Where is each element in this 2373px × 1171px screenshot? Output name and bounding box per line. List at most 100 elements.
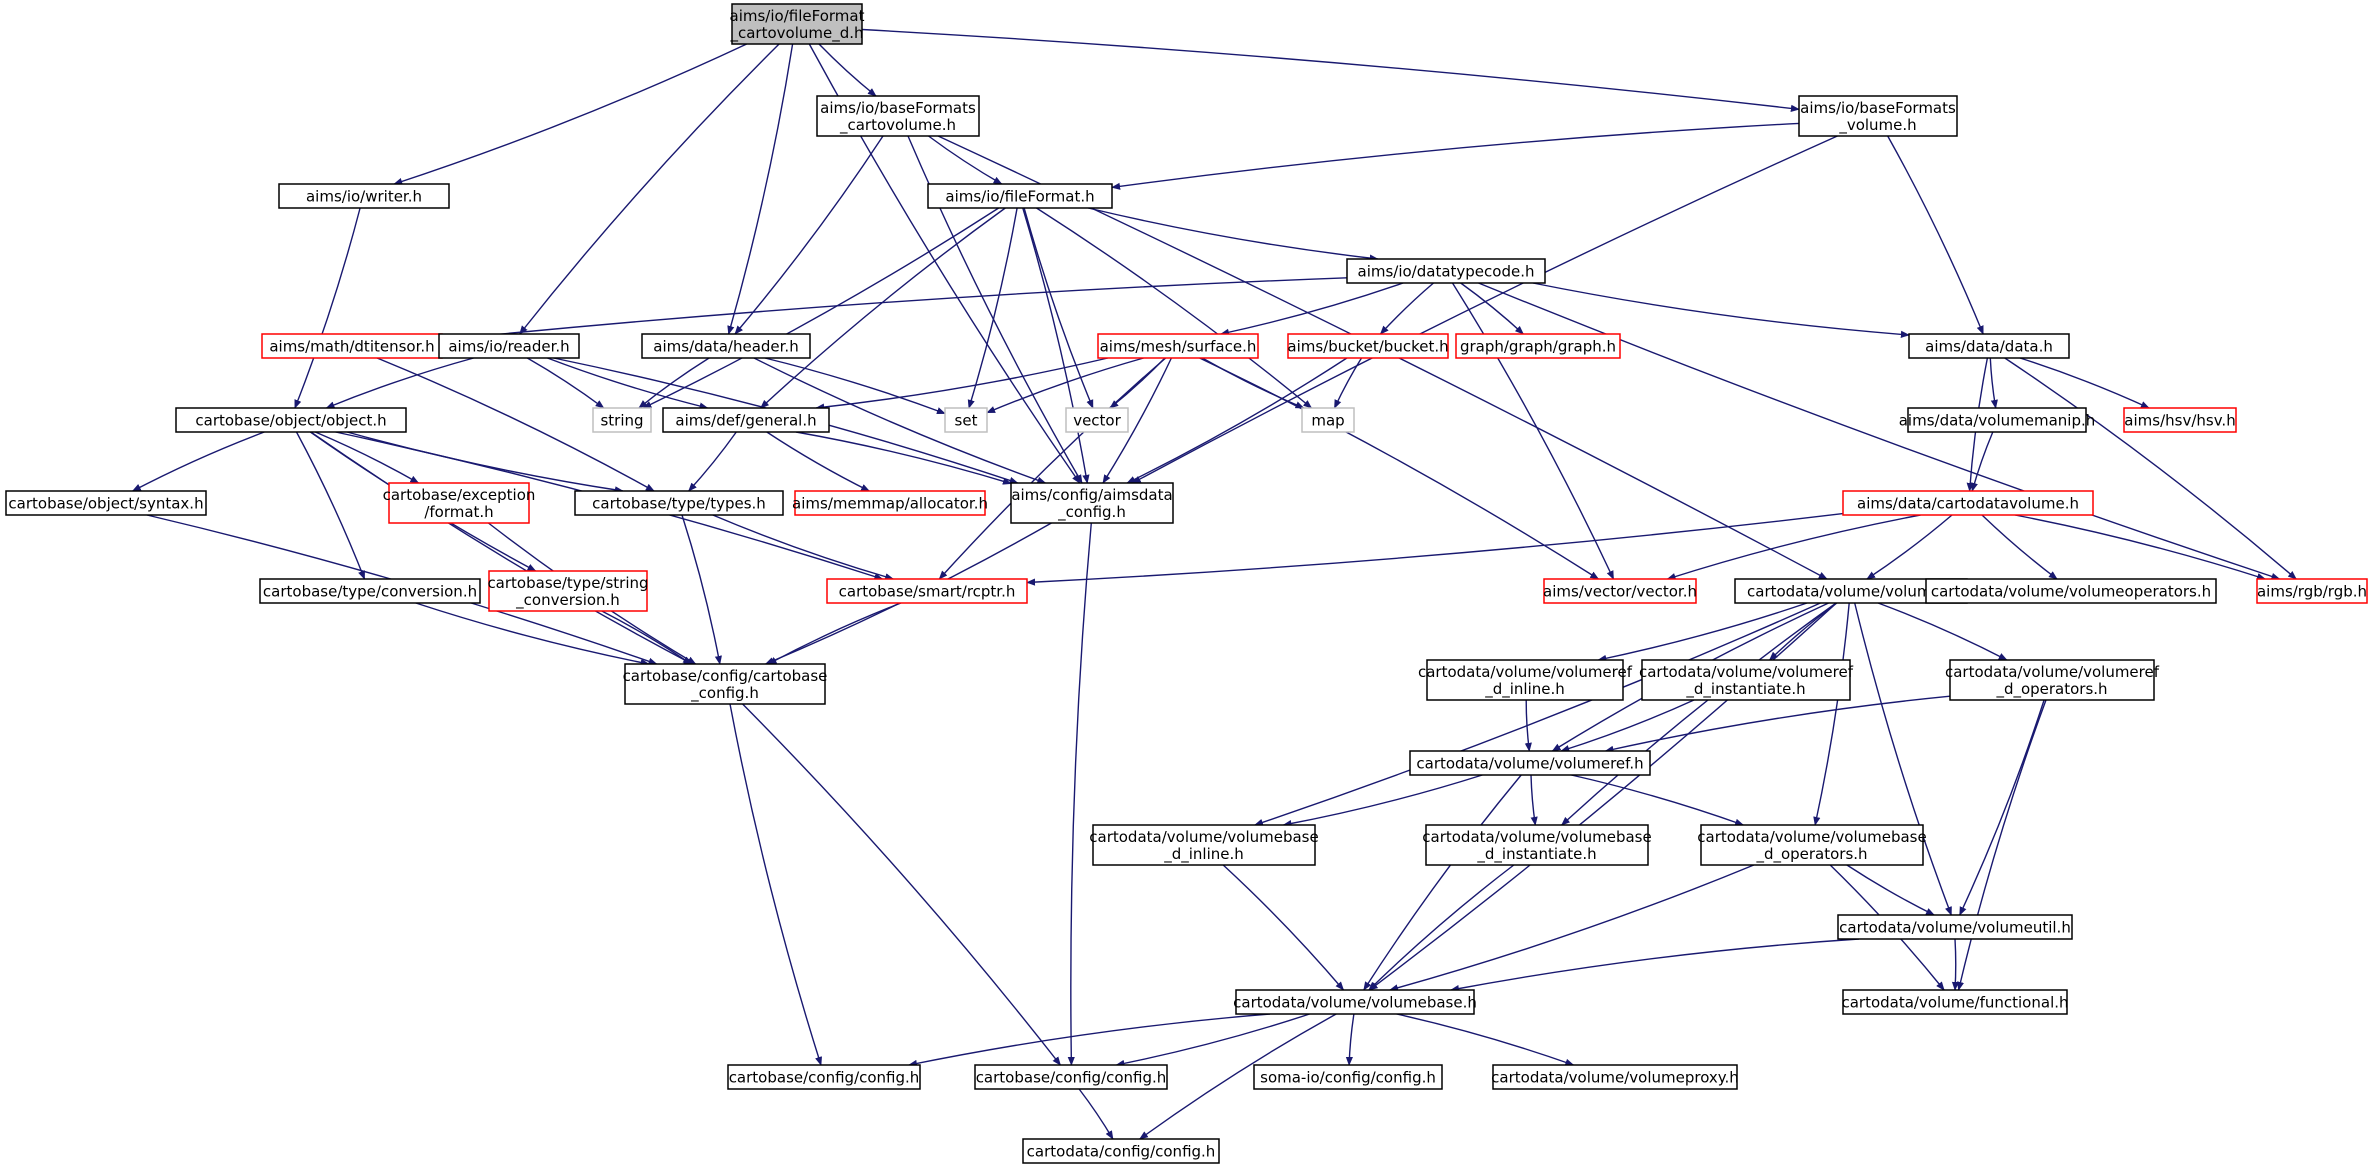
edge-bf_vol-to-fileformat bbox=[1111, 122, 1800, 190]
node-dtitensor[interactable]: aims/math/dtitensor.h bbox=[261, 333, 443, 359]
node-label: aims/io/datatypecode.h bbox=[1358, 263, 1535, 281]
edge-cartodatavolume-to-rcptr bbox=[1026, 512, 1844, 586]
node-label: _d_inline.h bbox=[1484, 680, 1565, 699]
node-string[interactable]: string bbox=[592, 407, 652, 433]
edge-root-to-writer bbox=[393, 43, 747, 185]
node-vr-inst[interactable]: cartodata/volume/volumeref_d_instantiate… bbox=[1639, 659, 1854, 701]
node-string-conversion[interactable]: cartobase/type/string_conversion.h bbox=[487, 570, 649, 612]
node-volumeutil[interactable]: cartodata/volume/volumeutil.h bbox=[1837, 914, 2073, 940]
node-label: aims/data/volumemanip.h bbox=[1899, 412, 2096, 430]
node-cartodatavolume[interactable]: aims/data/cartodatavolume.h bbox=[1842, 490, 2094, 516]
node-vb-inline[interactable]: cartodata/volume/volumebase_d_inline.h bbox=[1089, 824, 1319, 866]
node-soma-config[interactable]: soma-io/config/config.h bbox=[1253, 1064, 1443, 1090]
node-vb-ops[interactable]: cartodata/volume/volumebase_d_operators.… bbox=[1697, 824, 1927, 866]
node-header[interactable]: aims/data/header.h bbox=[641, 333, 811, 359]
node-bf-vol[interactable]: aims/io/baseFormats_volume.h bbox=[1798, 95, 1958, 137]
edge-config_b-to-cartodata_config bbox=[1078, 1088, 1114, 1140]
node-config-b[interactable]: cartobase/config/config.h bbox=[974, 1064, 1168, 1090]
node-rcptr[interactable]: cartobase/smart/rcptr.h bbox=[826, 578, 1028, 604]
edge-root-to-bf_vol bbox=[861, 28, 1800, 112]
node-label: /format.h bbox=[424, 503, 493, 521]
node-types[interactable]: cartobase/type/types.h bbox=[574, 490, 784, 516]
node-box bbox=[5, 490, 207, 516]
edge-volume-to-vr_inline bbox=[1597, 602, 1808, 662]
node-graph[interactable]: graph/graph/graph.h bbox=[1455, 333, 1621, 359]
node-vectorh[interactable]: aims/vector/vector.h bbox=[1543, 578, 1697, 604]
node-label: aims/mesh/surface.h bbox=[1100, 338, 1257, 356]
edge-reader-to-string bbox=[526, 357, 605, 409]
edge-aimsdata_config-to-config_b bbox=[1067, 522, 1092, 1066]
node-root[interactable]: aims/io/fileFormat_cartovolume_d.h bbox=[729, 3, 865, 45]
node-volumemanip[interactable]: aims/data/volumemanip.h bbox=[1899, 407, 2096, 433]
node-vb-inst[interactable]: cartodata/volume/volumebase_d_instantiat… bbox=[1422, 824, 1652, 866]
node-box bbox=[1798, 95, 1958, 137]
node-bucket[interactable]: aims/bucket/bucket.h bbox=[1287, 333, 1449, 359]
node-box bbox=[624, 663, 826, 705]
node-box bbox=[1907, 407, 2087, 433]
node-datatypecode[interactable]: aims/io/datatypecode.h bbox=[1346, 258, 1546, 284]
edge-vr_inline-to-volumeref bbox=[1524, 699, 1532, 752]
node-cartodata-config[interactable]: cartodata/config/config.h bbox=[1022, 1138, 1220, 1164]
node-label: cartodata/volume/volumebase.h bbox=[1233, 994, 1477, 1012]
node-box bbox=[1097, 333, 1259, 359]
node-label: aims/config/aimsdata bbox=[1011, 486, 1172, 504]
node-label: _cartovolume.h bbox=[839, 116, 956, 135]
edge-volumeref-to-vb_ops bbox=[1571, 774, 1745, 826]
node-cartobase-config[interactable]: cartobase/config/cartobase_config.h bbox=[623, 663, 828, 705]
nodes-layer: aims/io/fileFormat_cartovolume_d.h aims/i… bbox=[5, 3, 2368, 1164]
node-vector[interactable]: vector bbox=[1065, 407, 1129, 433]
node-volumeoperators[interactable]: cartodata/volume/volumeoperators.h bbox=[1925, 578, 2217, 604]
node-label: cartobase/object/syntax.h bbox=[8, 495, 203, 513]
edge-vb_ops-to-volumeutil bbox=[1846, 864, 1935, 916]
node-functional[interactable]: cartodata/volume/functional.h bbox=[1841, 989, 2069, 1015]
node-reader[interactable]: aims/io/reader.h bbox=[438, 333, 580, 359]
node-label: cartodata/volume/volume.h bbox=[1747, 583, 1955, 601]
edge-general-to-types bbox=[688, 431, 737, 492]
node-label: cartobase/exception bbox=[383, 486, 536, 504]
node-box bbox=[1949, 659, 2155, 701]
edge-rcptr-to-cartobase_config bbox=[767, 602, 902, 665]
node-box bbox=[1235, 989, 1475, 1015]
node-hsv[interactable]: aims/hsv/hsv.h bbox=[2123, 407, 2237, 433]
node-conversion[interactable]: cartobase/type/conversion.h bbox=[259, 578, 481, 604]
node-config-a[interactable]: cartobase/config/config.h bbox=[727, 1064, 921, 1090]
node-volumeproxy[interactable]: cartodata/volume/volumeproxy.h bbox=[1491, 1064, 1739, 1090]
node-aimsdata-config[interactable]: aims/config/aimsdata_config.h bbox=[1010, 482, 1174, 524]
node-fileformat[interactable]: aims/io/fileFormat.h bbox=[927, 183, 1113, 209]
node-box bbox=[1092, 824, 1316, 866]
node-volumeref[interactable]: cartodata/volume/volumeref.h bbox=[1409, 750, 1651, 776]
node-memmap[interactable]: aims/memmap/allocator.h bbox=[792, 490, 988, 516]
node-label: cartobase/type/types.h bbox=[592, 495, 766, 513]
node-writer[interactable]: aims/io/writer.h bbox=[278, 183, 450, 209]
node-label: _d_operators.h bbox=[1755, 845, 1867, 864]
edge-dtitensor-to-types bbox=[376, 357, 655, 492]
node-bf-carto[interactable]: aims/io/baseFormats_cartovolume.h bbox=[816, 95, 980, 137]
edge-volume-to-vb_inline bbox=[1254, 602, 1821, 826]
edge-root-to-reader bbox=[519, 43, 780, 335]
node-set[interactable]: set bbox=[944, 407, 988, 433]
node-label: cartodata/volume/volumebase bbox=[1697, 828, 1926, 846]
node-box bbox=[794, 490, 986, 516]
edge-header-to-aimsdata_config bbox=[753, 357, 1047, 484]
edge-vb_inline-to-volumebase bbox=[1222, 864, 1345, 991]
node-map[interactable]: map bbox=[1301, 407, 1355, 433]
edge-volume-to-volumeutil bbox=[1854, 602, 1952, 916]
edge-root-to-header bbox=[727, 43, 794, 335]
node-volumebase[interactable]: cartodata/volume/volumebase.h bbox=[1233, 989, 1477, 1015]
node-box bbox=[826, 578, 1028, 604]
edge-cartobase_config-to-config_b bbox=[742, 703, 1061, 1066]
node-label: cartodata/volume/volumeref bbox=[1639, 663, 1854, 681]
node-datah[interactable]: aims/data/data.h bbox=[1908, 333, 2070, 359]
node-vr-ops[interactable]: cartodata/volume/volumeref_d_operators.h bbox=[1945, 659, 2160, 701]
node-object[interactable]: cartobase/object/object.h bbox=[175, 407, 407, 433]
node-surface[interactable]: aims/mesh/surface.h bbox=[1097, 333, 1259, 359]
edge-fileformat-to-string bbox=[642, 207, 1000, 409]
node-label: cartodata/volume/volumeutil.h bbox=[1839, 919, 2071, 937]
edge-volume-to-vr_ops bbox=[1877, 602, 2008, 661]
node-exception[interactable]: cartobase/exception/format.h bbox=[383, 482, 536, 524]
node-rgb[interactable]: aims/rgb/rgb.h bbox=[2256, 578, 2368, 604]
node-box bbox=[278, 183, 450, 209]
node-vr-inline[interactable]: cartodata/volume/volumeref_d_inline.h bbox=[1418, 659, 1633, 701]
node-syntax[interactable]: cartobase/object/syntax.h bbox=[5, 490, 207, 516]
node-general[interactable]: aims/def/general.h bbox=[662, 407, 830, 433]
